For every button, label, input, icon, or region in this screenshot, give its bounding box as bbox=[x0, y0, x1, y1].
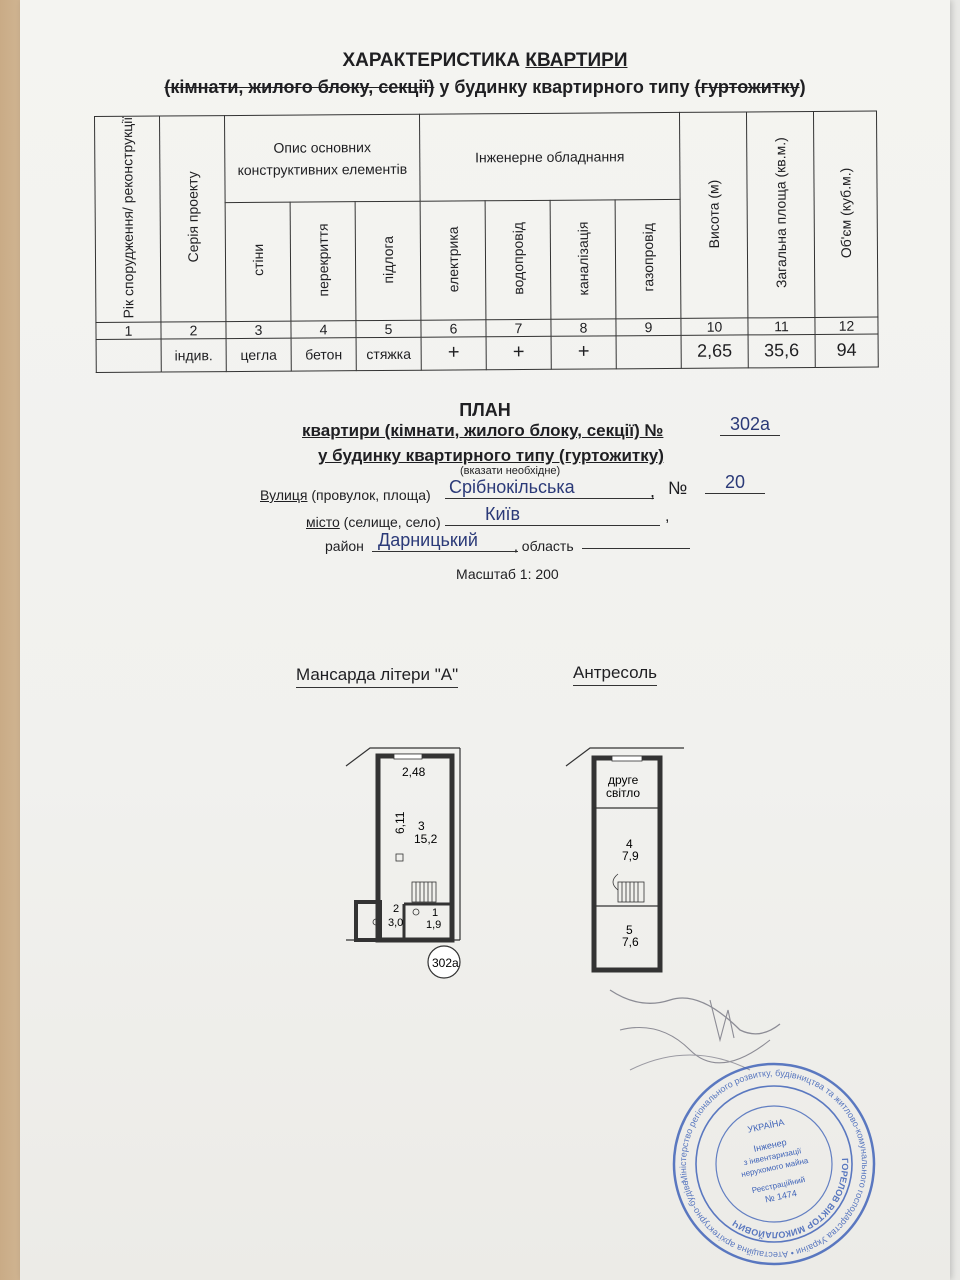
col-number: 9 bbox=[615, 318, 682, 336]
title-word-1: ХАРАКТЕРИСТИКА bbox=[342, 50, 521, 71]
document-sheet: ХАРАКТЕРИСТИКА КВАРТИРИ (кімнати, жилого… bbox=[20, 0, 950, 1280]
scale: Масштаб 1: 200 bbox=[456, 566, 559, 582]
doc-subtitle: (кімнати, жилого блоку, секції) у будинк… bbox=[20, 77, 950, 98]
plan-line-2-text: у будинку квартирного типу (гуртожитку) bbox=[318, 446, 664, 465]
cell-value: 2,65 bbox=[681, 334, 749, 369]
stamp-c1: УКРАЇНА bbox=[747, 1117, 786, 1135]
col-number: 8 bbox=[550, 318, 617, 337]
cell-value: + bbox=[421, 336, 487, 370]
district-value: Дарницький bbox=[372, 530, 518, 552]
city-label: місто (селище, село) bbox=[306, 514, 441, 530]
col-number: 11 bbox=[747, 317, 816, 335]
comma-1: , bbox=[650, 481, 656, 501]
subtitle-paren: ) bbox=[799, 77, 806, 97]
street-value: Срібнокільська bbox=[445, 477, 654, 499]
room1-area: 1,9 bbox=[426, 919, 441, 931]
antresol-floorplan: друге світло 4 7,9 5 7,6 bbox=[565, 747, 684, 973]
th-height: Висота (м) bbox=[679, 111, 748, 319]
doc-title: ХАРАКТЕРИСТИКА КВАРТИРИ bbox=[20, 50, 950, 72]
th-area: Загальна площа (кв.м.) bbox=[746, 111, 815, 318]
second-light-1: друге bbox=[608, 773, 639, 787]
house-no-label: № bbox=[668, 478, 688, 498]
cell-value bbox=[616, 335, 682, 369]
th-gas: газопровід bbox=[615, 199, 681, 319]
plan-hint: (вказати необхідне) bbox=[460, 465, 561, 477]
th-engineering-group: Інженерне обладнання bbox=[419, 112, 681, 202]
fp-width-label: 2,48 bbox=[402, 765, 426, 779]
cell-value: + bbox=[486, 336, 552, 370]
caption-mansard: Мансарда літери "А" bbox=[296, 665, 459, 688]
plan-title: ПЛАН bbox=[459, 400, 511, 420]
col-number: 12 bbox=[814, 316, 879, 335]
signature bbox=[609, 989, 781, 1071]
city-value: Київ bbox=[445, 504, 660, 526]
cell-value: 94 bbox=[815, 333, 879, 368]
plan-line-1-text: квартири (кімнати, жилого блоку, секції)… bbox=[302, 421, 664, 440]
col-number: 1 bbox=[95, 321, 162, 340]
col-number: 5 bbox=[355, 319, 422, 338]
room4-area: 7,9 bbox=[622, 849, 639, 863]
room4-no: 4 bbox=[626, 837, 633, 851]
th-walls: стіни bbox=[225, 202, 291, 322]
subtitle-struck-2: (гуртожитку bbox=[694, 77, 800, 97]
cell-value: бетон bbox=[291, 337, 357, 371]
col-number: 2 bbox=[160, 321, 227, 339]
plan-line-1: квартири (кімнати, жилого блоку, секції)… bbox=[302, 421, 663, 441]
caption-antresol: Антресоль bbox=[573, 663, 657, 686]
apartment-number: 302а bbox=[720, 414, 780, 436]
cell-value: стяжка bbox=[356, 336, 422, 371]
th-floors-cover: перекриття bbox=[290, 201, 356, 321]
th-year: Рік спорудження/ реконструкції bbox=[94, 116, 161, 323]
region-blank bbox=[582, 548, 690, 549]
col-number: 10 bbox=[680, 317, 749, 336]
official-stamp: Міністерство регіонального розвитку, буд… bbox=[668, 1058, 880, 1270]
th-sewer: каналізація bbox=[550, 200, 616, 320]
col-number: 7 bbox=[485, 319, 552, 337]
th-volume: Об'єм (куб.м.) bbox=[813, 111, 878, 318]
th-water: водопровід bbox=[485, 200, 551, 320]
mansard-floorplan: 2,48 6,11 3 15,2 2 3,0 1 1,9 302а bbox=[345, 747, 461, 979]
th-electric: електрика bbox=[420, 201, 486, 320]
room3-no: 3 bbox=[418, 819, 425, 833]
cell-value: цегла bbox=[226, 337, 292, 372]
comma-2: , bbox=[665, 508, 670, 525]
col-number: 4 bbox=[290, 320, 357, 338]
house-no-value: 20 bbox=[705, 472, 765, 494]
col-number: 3 bbox=[225, 320, 292, 339]
apartment-badge: 302а bbox=[432, 956, 459, 970]
room5-area: 7,6 bbox=[622, 935, 639, 949]
subtitle-struck: (кімнати, жилого блоку, секції) bbox=[164, 77, 435, 97]
room2-area: 3,0 bbox=[388, 917, 403, 929]
room5-no: 5 bbox=[626, 923, 633, 937]
fp-length-label: 6,11 bbox=[393, 811, 407, 834]
district-label: район bbox=[325, 538, 364, 554]
th-floor: підлога bbox=[355, 201, 421, 321]
col-number: 6 bbox=[420, 319, 487, 337]
cell-value bbox=[96, 338, 162, 373]
second-light-2: світло bbox=[606, 786, 640, 800]
th-series: Серія проекту bbox=[159, 115, 226, 322]
room1-no: 1 bbox=[432, 907, 438, 919]
room3-area: 15,2 bbox=[414, 832, 438, 846]
room2-no: 2 bbox=[393, 903, 399, 915]
characteristics-table: Рік спорудження/ реконструкції Серія про… bbox=[94, 111, 879, 373]
street-label: Вулиця (провулок, площа) bbox=[260, 487, 431, 503]
cell-value: + bbox=[551, 335, 617, 370]
title-word-2: КВАРТИРИ bbox=[525, 50, 628, 71]
th-construct-group: Опис основних конструктивних елементів bbox=[224, 114, 421, 203]
subtitle-main: у будинку квартирного типу bbox=[439, 77, 690, 97]
cell-value: 35,6 bbox=[748, 334, 816, 368]
plan-line-2: у будинку квартирного типу (гуртожитку) bbox=[318, 446, 664, 466]
region-label: , область bbox=[514, 538, 574, 554]
cell-value: індив. bbox=[161, 338, 227, 372]
